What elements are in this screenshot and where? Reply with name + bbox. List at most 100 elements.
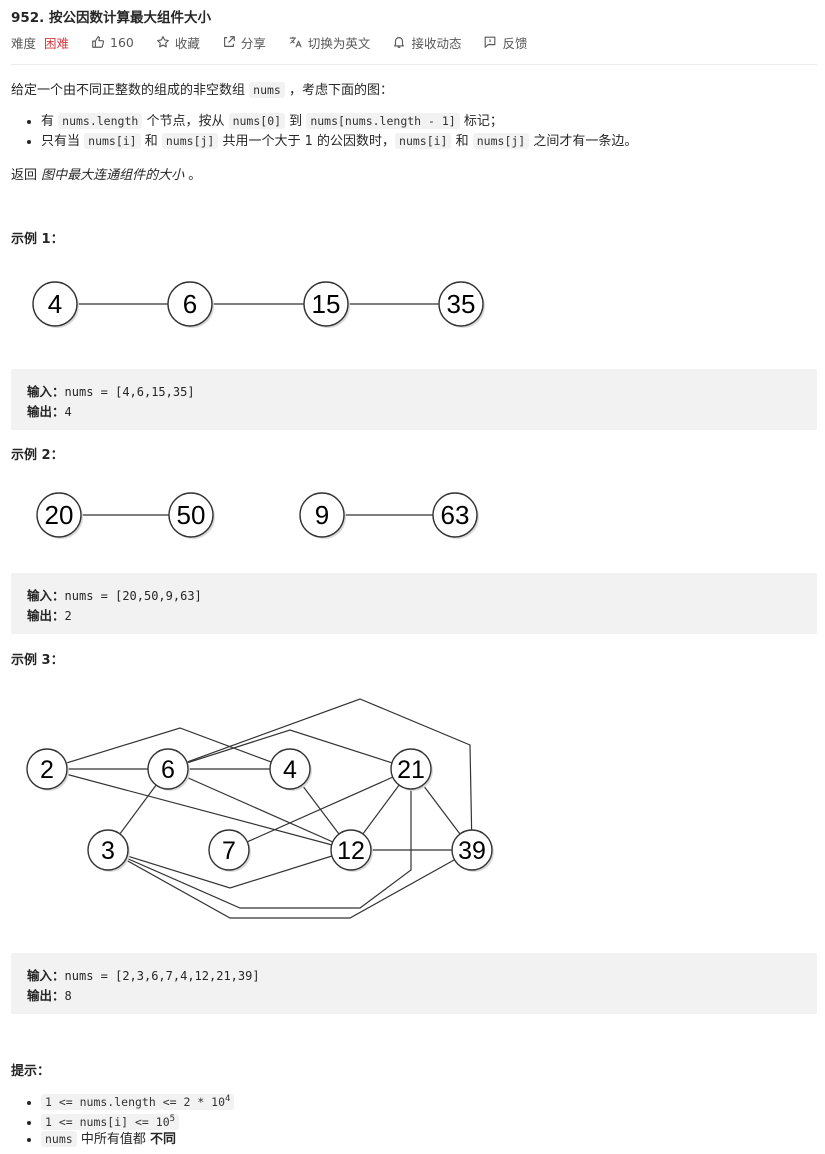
hint-item: nums 中所有值都 不同: [41, 1129, 234, 1149]
graph-node: 6: [167, 281, 214, 328]
example-2-graph: 20 50 9 63: [36, 492, 479, 539]
output-value: 4: [64, 405, 72, 419]
text: 返回: [11, 168, 42, 183]
output-label: 输出：: [27, 404, 65, 419]
input-value: nums = [2,3,6,7,4,12,21,39]: [64, 969, 260, 983]
graph-node: 9: [299, 492, 346, 539]
node-label: 21: [397, 756, 425, 784]
text: 只有当: [41, 134, 85, 149]
favorite-button[interactable]: 收藏: [156, 33, 200, 52]
node-label: 4: [283, 756, 297, 784]
graph-node: 2: [26, 748, 69, 791]
example-2-output: 输出：2: [27, 605, 72, 624]
difficulty-label: 难度: [11, 35, 37, 51]
definition-item-edges: 只有当 nums[i] 和 nums[j] 共用一个大于 1 的公因数时，num…: [41, 131, 637, 151]
graph-node: 15: [303, 281, 350, 328]
hints-list: 1 <= nums.length <= 2 * 104 1 <= nums[i]…: [11, 1089, 235, 1149]
problem-meta-bar: 难度 困难 160 收藏 分享 切换为英文 接收动态 反馈: [11, 32, 549, 52]
graph-node: 21: [390, 748, 433, 791]
graph-edge: [167, 729, 412, 770]
graph-node: 4: [269, 748, 312, 791]
input-value: nums = [4,6,15,35]: [64, 385, 195, 399]
problem-title: 952. 按公因数计算最大组件大小: [11, 10, 212, 26]
node-label: 7: [222, 837, 236, 865]
example-1-label: 示例 1：: [11, 232, 64, 247]
graph-node: 50: [168, 492, 215, 539]
hint-code: 1 <= nums[i] <= 105: [41, 1113, 180, 1130]
graph-edge: [167, 768, 352, 851]
graph-node: 63: [432, 492, 479, 539]
example-1-input: 输入：nums = [4,6,15,35]: [27, 381, 195, 400]
node-label: 20: [45, 500, 74, 530]
graph-edge: [228, 768, 412, 851]
definition-item-nodes: 有 nums.length 个节点，按从 nums[0] 到 nums[nums…: [41, 111, 637, 131]
edges: [46, 698, 473, 919]
input-label: 输入：: [27, 968, 65, 983]
example-1-code-block: 输入：nums = [4,6,15,35] 输出：4: [11, 369, 817, 430]
hints-label: 提示：: [11, 1064, 51, 1079]
text: 标记；: [459, 114, 503, 129]
node-label: 2: [40, 756, 54, 784]
graph-edge: [167, 698, 473, 851]
text: 有: [41, 114, 59, 129]
feedback-button[interactable]: 反馈: [483, 33, 527, 52]
hint-code: 1 <= nums.length <= 2 * 104: [41, 1093, 235, 1110]
graph-node: 12: [330, 829, 373, 872]
node-label: 35: [447, 289, 476, 319]
feedback-label: 反馈: [502, 35, 528, 51]
text: 个节点，按从: [142, 114, 229, 129]
graph-node: 6: [147, 748, 190, 791]
graph-edge: [46, 727, 291, 770]
like-count: 160: [110, 34, 134, 50]
example-2-label: 示例 2：: [11, 448, 64, 463]
notify-button[interactable]: 接收动态: [392, 33, 461, 52]
emphasis: 图中最大连通组件的大小: [41, 168, 185, 183]
example-3-label: 示例 3：: [11, 653, 64, 668]
text: 共用一个大于 1 的公因数时，: [218, 134, 396, 149]
example-3-input: 输入：nums = [2,3,6,7,4,12,21,39]: [27, 965, 260, 984]
node-label: 15: [312, 289, 341, 319]
intro-text: 给定一个由不同正整数的组成的非空数组 nums ，考虑下面的图：: [11, 79, 393, 98]
node-label: 39: [458, 837, 486, 865]
favorite-label: 收藏: [174, 35, 200, 51]
superscript: 4: [225, 1094, 231, 1104]
intro-code: nums: [249, 82, 285, 98]
hint-item: 1 <= nums.length <= 2 * 104: [41, 1089, 235, 1110]
output-label: 输出：: [27, 988, 65, 1003]
code: nums[j]: [472, 133, 530, 149]
thumbs-up-icon: [92, 36, 105, 48]
switch-language-button[interactable]: 切换为英文: [288, 33, 371, 52]
intro-post: ，考虑下面的图：: [284, 83, 393, 98]
code: nums[i]: [395, 133, 452, 149]
input-label: 输入：: [27, 384, 65, 399]
text: 和: [451, 134, 473, 149]
node-label: 63: [441, 500, 470, 530]
graph-edge: [107, 769, 412, 909]
like-button[interactable]: 160: [91, 35, 134, 50]
code: nums[j]: [161, 133, 219, 149]
text: 中所有值都: [76, 1132, 150, 1147]
share-label: 分享: [240, 35, 266, 51]
code: nums[nums.length - 1]: [306, 113, 460, 129]
code: 1 <= nums[i] <= 10: [45, 1114, 170, 1129]
star-icon: [156, 36, 169, 48]
code: nums[i]: [84, 133, 141, 149]
text: 。: [184, 168, 202, 183]
switch-language-label: 切换为英文: [307, 35, 371, 51]
text: 和: [140, 134, 162, 149]
code: 1 <= nums.length <= 2 * 10: [45, 1094, 226, 1109]
return-text: 返回 图中最大连通组件的大小 。: [11, 164, 201, 183]
example-1-graph: 4 6 15 35: [32, 281, 485, 328]
code: nums[0]: [228, 113, 286, 129]
example-3-output: 输出：8: [27, 985, 72, 1004]
output-label: 输出：: [27, 608, 65, 623]
difficulty-value: 困难: [44, 35, 70, 51]
node-label: 9: [315, 500, 329, 530]
share-button[interactable]: 分享: [222, 33, 266, 52]
translate-icon: [289, 36, 302, 48]
input-value: nums = [20,50,9,63]: [64, 589, 202, 603]
bold-text: 不同: [149, 1132, 176, 1147]
graph-edge: [107, 849, 473, 919]
example-3-graph: 2 6 4 21 3 7 12 39: [26, 698, 494, 919]
text: 到: [285, 114, 307, 129]
